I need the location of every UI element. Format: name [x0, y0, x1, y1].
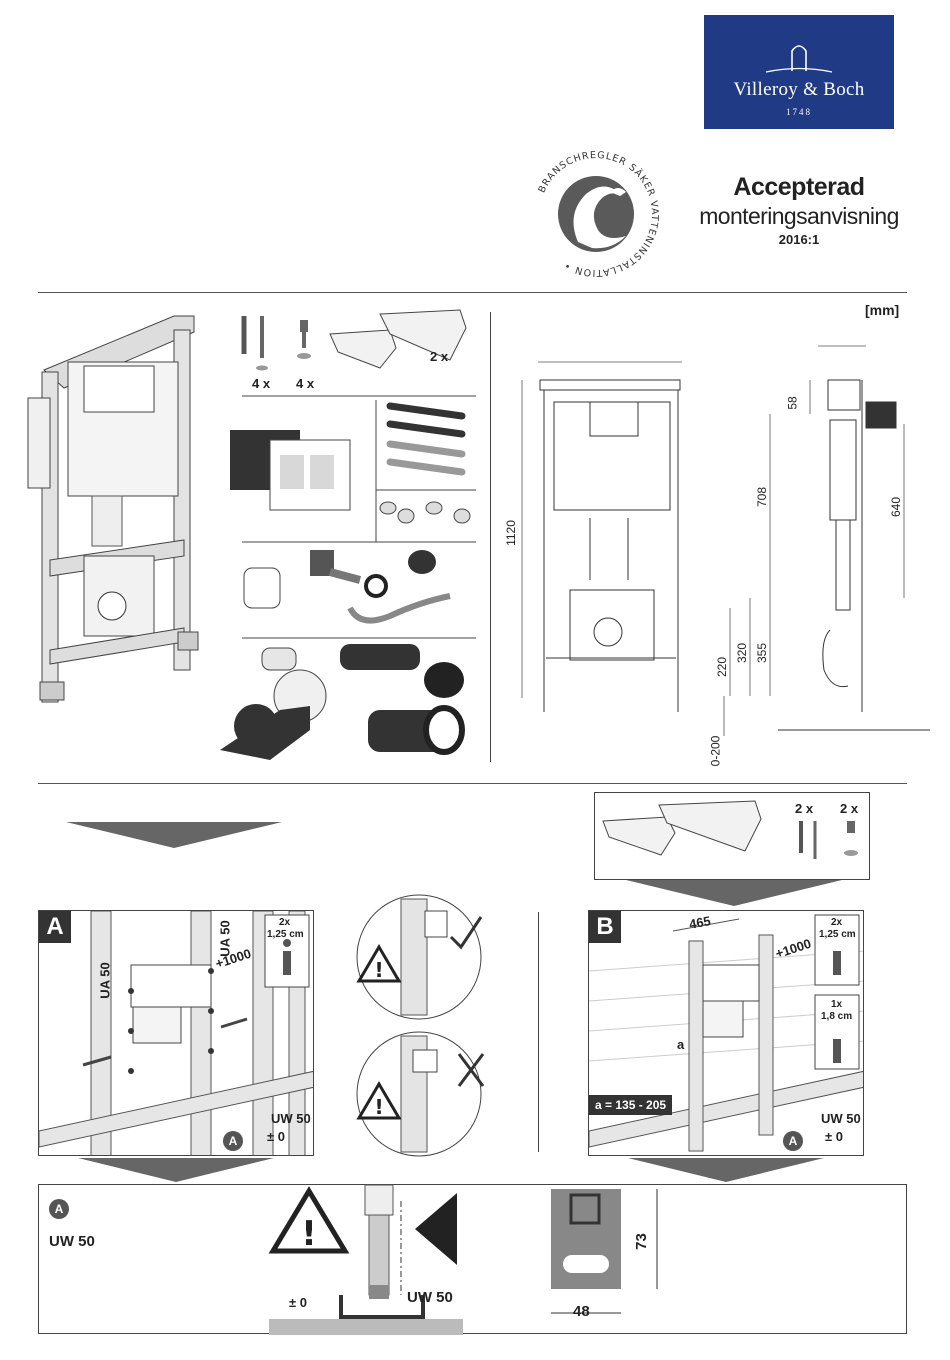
anchor-screw-icon	[244, 316, 268, 371]
pipe-fittings-icon	[220, 644, 464, 760]
detail-callout: A	[49, 1199, 69, 1219]
svg-text:!: !	[374, 958, 383, 982]
brand-name: Villeroy & Boch	[704, 79, 894, 101]
info1-size-b: 1,25 cm	[819, 929, 856, 940]
step-arrow-2	[626, 880, 846, 910]
profile-ua50-left: UA 50	[98, 962, 113, 998]
middle-divider	[38, 783, 907, 784]
bath-icon	[704, 15, 894, 75]
panel-a: A UA 50 UA 50 +1000 2x 1,25 cm UW 50 ± 0…	[38, 910, 314, 1156]
brand-year: 1748	[704, 107, 894, 117]
bolts-qty: 4 x	[296, 376, 314, 391]
approval-subtitle: monteringsanvisning	[676, 203, 922, 230]
screws-qty: 4 x	[252, 376, 270, 391]
bolt-icon	[297, 320, 311, 359]
info1-qty-b: 2x	[831, 917, 842, 928]
floor-profile-section	[269, 1185, 469, 1335]
units-label: [mm]	[865, 302, 899, 318]
floor-profile-a: UW 50	[271, 1111, 311, 1126]
panel-b-badge: B	[589, 911, 621, 943]
dim-right-middle: 640	[889, 497, 903, 517]
detail-profile: UW 50	[407, 1289, 453, 1306]
floor-profile-b: UW 50	[821, 1111, 861, 1126]
warning-detail-correct: !	[355, 893, 485, 1023]
callout-a-panel-a: A	[223, 1131, 243, 1151]
svg-text:!: !	[374, 1095, 383, 1119]
dim-a-label: a	[677, 1037, 684, 1052]
dim-220: 220	[715, 657, 729, 677]
dim-320: 320	[735, 643, 749, 663]
zero-mark-b: ± 0	[825, 1129, 843, 1144]
panel-b: B 465 +1000 a a = 135 - 205 2x 1,25 cm 1…	[588, 910, 864, 1156]
detail-panel: A UW 50 ! ± 0 UW 50 73 48	[38, 1184, 907, 1334]
step-arrow-1	[66, 822, 286, 852]
frame-illustration	[14, 310, 204, 710]
dim-total-height: 1120	[504, 520, 518, 546]
a-range-note: a = 135 - 205	[589, 1095, 672, 1115]
detail-width: 48	[573, 1303, 590, 1320]
detail-height: 73	[633, 1233, 650, 1250]
bracket-kit-icon	[595, 793, 871, 881]
detail-title: UW 50	[49, 1233, 95, 1250]
cover-plate-icon	[230, 430, 350, 510]
dim-adjust: 0-200	[708, 736, 722, 767]
profile-cross-section	[547, 1185, 707, 1335]
dim-frame-upper: 708	[755, 487, 769, 507]
approval-version: 2016:1	[680, 232, 918, 247]
info2-qty-b: 1x	[831, 999, 842, 1010]
rods-icon	[390, 406, 462, 472]
dim-355: 355	[755, 643, 769, 663]
zero-mark-a: ± 0	[267, 1129, 285, 1144]
callout-a-panel-b: A	[783, 1131, 803, 1151]
info-size-a: 1,25 cm	[267, 929, 304, 940]
villeroy-boch-logo: Villeroy & Boch 1748	[704, 15, 894, 129]
warning-detail-wrong: !	[355, 1030, 485, 1160]
center-divider	[538, 912, 539, 1152]
bracket-screws-qty: 2 x	[795, 801, 813, 816]
info-qty-a: 2x	[279, 917, 290, 928]
fittings-icon	[380, 502, 470, 523]
top-divider	[38, 292, 907, 293]
clip-icon	[244, 568, 280, 608]
dim-right-upper: 58	[786, 396, 800, 409]
bracket-bolts-qty: 2 x	[840, 801, 858, 816]
approval-title: Accepterad	[680, 173, 918, 202]
valve-icon	[310, 550, 386, 596]
branschregler-seal: BRANSCHREGLER SÄKER VATTENINSTALLATION •	[526, 144, 666, 284]
panel-a-badge: A	[39, 911, 71, 943]
parts-divider	[490, 312, 491, 762]
info2-size-b: 1,8 cm	[821, 1011, 852, 1022]
brackets-qty: 2 x	[430, 349, 448, 364]
detail-zero: ± 0	[289, 1295, 307, 1310]
bracket-kit-panel: 2 x 2 x	[594, 792, 870, 880]
technical-drawing	[510, 340, 940, 780]
